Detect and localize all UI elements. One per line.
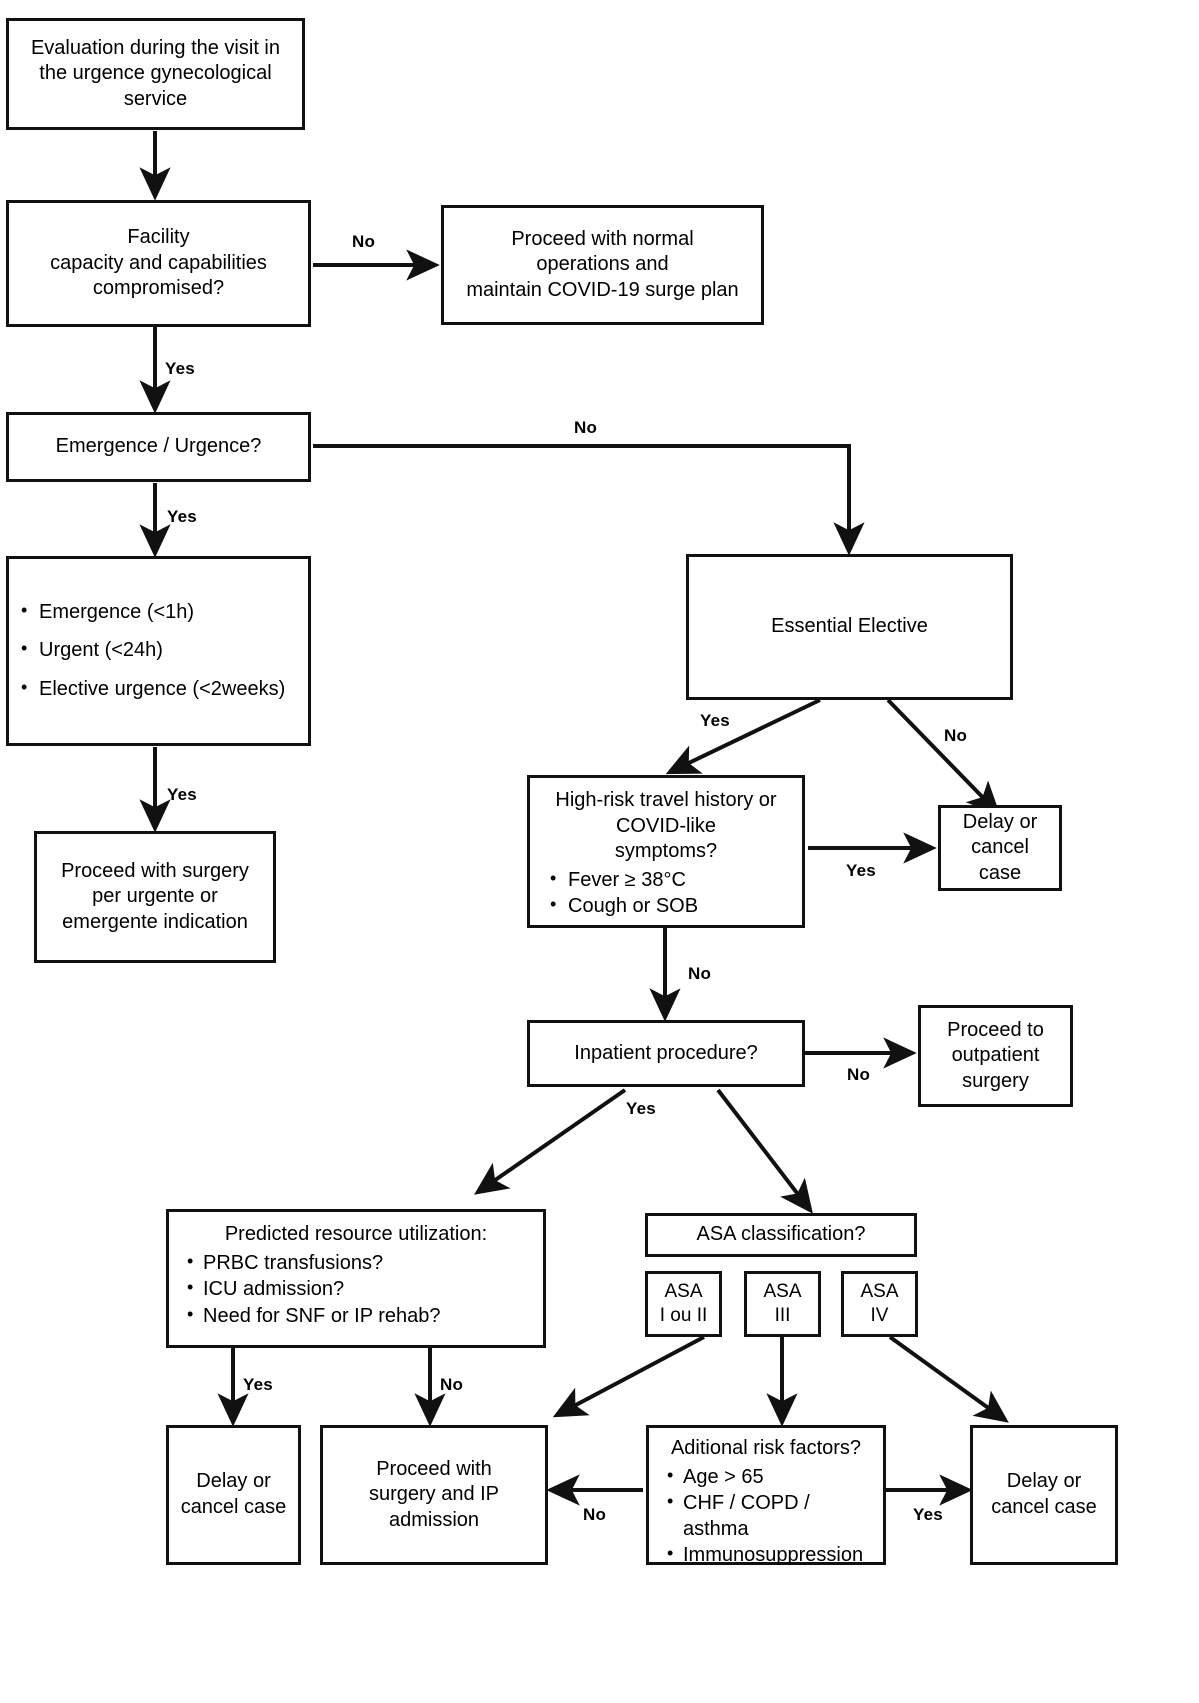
- node-delay-cancel-risk-line2: cancel case: [991, 1496, 1097, 1518]
- node-asa-iii[interactable]: ASA III: [744, 1271, 821, 1337]
- node-proceed-surgery-ip-admission[interactable]: Proceed with surgery and IP admission: [320, 1425, 548, 1565]
- node-delay-cancel-elective-line1: Delay or: [962, 810, 1038, 833]
- node-asa-classification[interactable]: ASA classification?: [645, 1213, 917, 1257]
- node-facility-line1: Facility: [127, 226, 190, 249]
- resource-list: PRBC transfusions? ICU admission? Need f…: [177, 1250, 535, 1331]
- node-proceed-ip-line2: surgery and IP: [368, 1483, 500, 1506]
- node-outpatient-line1: Proceed to: [947, 1018, 1044, 1041]
- acuity-list: Emergence (<1h) Urgent (<24h) Elective u…: [17, 587, 300, 716]
- node-asa-i-ii[interactable]: ASA I ou II: [645, 1271, 722, 1337]
- node-evaluation[interactable]: Evaluation during the visit in the urgen…: [6, 18, 305, 130]
- node-proceed-ip-line3: admission: [388, 1508, 480, 1531]
- node-normal-ops-line3: maintain COVID-19 surge plan: [466, 278, 739, 301]
- node-proceed-urgent-line2: per urgente or: [92, 885, 218, 908]
- wire-asa1: [552, 1335, 705, 1418]
- node-delay-cancel-elective-line2: cancel: [971, 836, 1029, 859]
- node-proceed-urgent-line3: emergente indication: [62, 910, 248, 933]
- wire-asa4: [888, 1335, 1009, 1423]
- list-item: Age > 65: [657, 1464, 875, 1491]
- list-item: Emergence (<1h): [17, 599, 300, 626]
- edge-label-resource-yes: Yes: [243, 1375, 273, 1394]
- node-delay-cancel-elective[interactable]: Delay or cancel case: [938, 805, 1062, 891]
- node-evaluation-text: Evaluation during the visit in the urgen…: [30, 36, 281, 110]
- node-proceed-outpatient[interactable]: Proceed to outpatient surgery: [918, 1005, 1073, 1107]
- node-facility-capacity[interactable]: Facility capacity and capabilities compr…: [6, 200, 311, 327]
- node-asa-iv[interactable]: ASA IV: [841, 1271, 918, 1337]
- edge-label-inpatient-yes: Yes: [626, 1099, 656, 1118]
- risk-factor-list: Age > 65 CHF / COPD / asthma Immunosuppr…: [657, 1464, 875, 1570]
- wire-elective-yes: [665, 698, 821, 775]
- node-facility-line3: compromised?: [92, 277, 225, 300]
- edge-label-acuity-yes: Yes: [167, 785, 197, 804]
- edge-label-elective-yes: Yes: [700, 711, 730, 730]
- node-delay-cancel-risk-line1: Delay or: [1006, 1470, 1082, 1493]
- node-predicted-resource-utilization[interactable]: Predicted resource utilization: PRBC tra…: [166, 1209, 546, 1348]
- node-inpatient-text: Inpatient procedure?: [574, 1041, 758, 1064]
- node-acuity-list[interactable]: Emergence (<1h) Urgent (<24h) Elective u…: [6, 556, 311, 746]
- edge-label-covid-no: No: [688, 964, 712, 983]
- node-emergence-urgence[interactable]: Emergence / Urgence?: [6, 412, 311, 482]
- node-additional-risk-factors[interactable]: Aditional risk factors? Age > 65 CHF / C…: [646, 1425, 886, 1566]
- node-delay-cancel-risk[interactable]: Delay or cancel case: [970, 1425, 1118, 1565]
- node-asa-iii-line2: III: [774, 1305, 791, 1326]
- node-asa-iii-line1: ASA: [763, 1280, 802, 1302]
- edge-label-facility-yes: Yes: [165, 359, 195, 378]
- list-item: Elective urgence (<2weeks): [17, 676, 300, 703]
- node-asa-iv-line1: ASA: [860, 1280, 899, 1302]
- node-delay-cancel-elective-line3: case: [978, 861, 1022, 884]
- list-item: Urgent (<24h): [17, 637, 300, 664]
- list-item: PRBC transfusions?: [177, 1250, 535, 1277]
- node-asa-classification-text: ASA classification?: [696, 1223, 866, 1246]
- node-proceed-normal-operations[interactable]: Proceed with normal operations and maint…: [441, 205, 764, 325]
- node-covid-screening[interactable]: High-risk travel history or COVID-like s…: [527, 775, 805, 928]
- node-delay-cancel-resource-line1: Delay or: [196, 1470, 271, 1493]
- wire-elective-no: [886, 698, 1001, 816]
- list-item: Immunosuppression: [657, 1542, 875, 1569]
- node-resource-title: Predicted resource utilization:: [224, 1223, 488, 1245]
- node-delay-cancel-resource[interactable]: Delay or cancel case: [166, 1425, 301, 1565]
- list-item: ICU admission?: [177, 1276, 535, 1303]
- edge-label-elective-no: No: [944, 726, 968, 745]
- node-covid-line1: High-risk travel history or: [555, 789, 777, 811]
- node-normal-ops-line1: Proceed with normal: [511, 227, 694, 250]
- covid-symptom-list: Fever ≥ 38°C Cough or SOB: [538, 867, 794, 921]
- node-risk-title: Aditional risk factors?: [670, 1437, 862, 1459]
- edge-label-facility-no: No: [352, 232, 376, 251]
- edge-label-inpatient-no: No: [847, 1065, 871, 1084]
- node-asa-i-ii-line1: ASA: [664, 1280, 703, 1302]
- edge-label-resource-no: No: [440, 1375, 464, 1394]
- node-facility-line2: capacity and capabilities: [50, 251, 267, 274]
- node-essential-elective-text: Essential Elective: [771, 615, 928, 638]
- list-item: Cough or SOB: [538, 893, 794, 920]
- node-outpatient-line2: outpatient: [951, 1044, 1040, 1067]
- list-item: Fever ≥ 38°C: [538, 867, 794, 894]
- node-asa-i-ii-line2: I ou II: [659, 1305, 708, 1326]
- wire-emergence-no: [313, 444, 865, 556]
- edge-label-emergence-yes: Yes: [167, 507, 197, 526]
- wire-inpatient-yes-right: [716, 1088, 813, 1214]
- list-item: CHF / COPD / asthma: [657, 1490, 875, 1542]
- node-normal-ops-line2: operations and: [536, 253, 669, 276]
- node-delay-cancel-resource-line2: cancel case: [180, 1496, 287, 1518]
- node-proceed-urgent-line1: Proceed with surgery: [61, 859, 249, 882]
- node-outpatient-line3: surgery: [962, 1069, 1029, 1092]
- node-emergence-urgence-text: Emergence / Urgence?: [55, 435, 262, 458]
- node-asa-iv-line2: IV: [870, 1305, 889, 1326]
- node-proceed-ip-line1: Proceed with: [376, 1457, 492, 1480]
- edge-label-emergence-no: No: [574, 418, 598, 437]
- node-proceed-urgent-surgery[interactable]: Proceed with surgery per urgente or emer…: [34, 831, 276, 963]
- node-inpatient-procedure[interactable]: Inpatient procedure?: [527, 1020, 805, 1087]
- wire-inpatient-yes-left: [474, 1088, 627, 1195]
- node-covid-line3: symptoms?: [614, 840, 718, 863]
- edge-label-risk-yes: Yes: [913, 1505, 943, 1524]
- edge-label-risk-no: No: [583, 1505, 607, 1524]
- list-item: Need for SNF or IP rehab?: [177, 1303, 535, 1330]
- node-covid-line2: COVID-like: [615, 814, 716, 837]
- node-essential-elective[interactable]: Essential Elective: [686, 554, 1013, 700]
- edge-label-covid-yes: Yes: [846, 861, 876, 880]
